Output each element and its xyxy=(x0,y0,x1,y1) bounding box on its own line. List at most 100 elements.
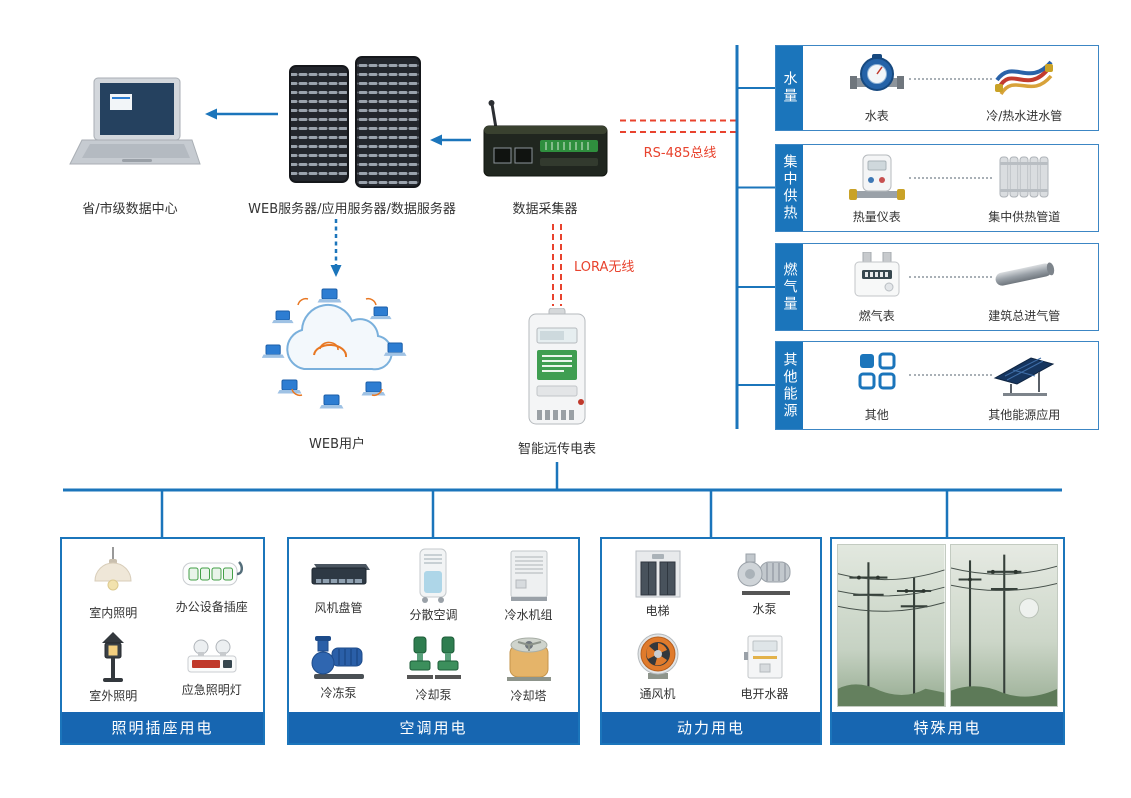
gas-pipe-icon xyxy=(992,252,1056,296)
collector-label: 数据采集器 xyxy=(512,202,578,217)
bottom-item: 冷却泵 xyxy=(405,633,463,703)
elevator-icon xyxy=(630,549,686,599)
arrowhead-down-1 xyxy=(330,265,342,277)
outdoor-lighting-label: 室外照明 xyxy=(89,688,138,703)
power-lines-photo-2 xyxy=(949,544,1058,707)
bottom-panel-special: 特殊用电 xyxy=(830,537,1065,745)
dotted-connector xyxy=(909,177,992,179)
right-item: 建筑总进气管 xyxy=(951,244,1099,330)
emergency-light-label: 应急照明灯 xyxy=(181,682,242,697)
right-item: 冷/热水进水管 xyxy=(951,46,1099,130)
radiator-icon xyxy=(998,153,1050,201)
right-item: 其他能源应用 xyxy=(951,342,1099,429)
cooling-pump-icon xyxy=(405,633,463,683)
office-socket-label: 办公设备插座 xyxy=(175,600,248,615)
data-collector-icon xyxy=(478,98,613,183)
water-meter-label: 水表 xyxy=(864,109,889,123)
bottom-panel-power: 电梯 水泵 xyxy=(600,537,822,745)
other-label: 其他 xyxy=(864,408,889,422)
lighting-panel-title: 照明插座用电 xyxy=(62,712,263,743)
bottom-panel-hvac: 风机盘管 分散空调 xyxy=(287,537,580,745)
solar-panel-icon xyxy=(991,350,1057,398)
right-panel-gas-tab: 燃气量 xyxy=(776,244,803,330)
water-hoses-icon xyxy=(993,54,1055,100)
elevator-label: 电梯 xyxy=(645,604,670,619)
heat-meter-icon xyxy=(848,153,905,201)
chiller-label: 冷水机组 xyxy=(504,608,553,623)
dotted-connector xyxy=(909,276,992,278)
bottom-panel-lighting: 室内照明 办公设备插座 xyxy=(60,537,265,745)
bottom-item: 冷冻泵 xyxy=(308,635,370,701)
datacenter-label: 省/市级数据中心 xyxy=(82,202,178,217)
water-pump-icon xyxy=(734,551,796,597)
cooling-tower-icon xyxy=(501,632,557,684)
emergency-light-icon xyxy=(182,636,242,678)
special-panel-title: 特殊用电 xyxy=(832,712,1063,743)
rs485-label: RS-485总线 xyxy=(643,146,717,161)
right-item: 集中供热管道 xyxy=(951,145,1099,231)
hvac-panel-title: 空调用电 xyxy=(289,712,578,743)
pendant-lamp-icon xyxy=(88,547,138,601)
cooling-pump-label: 冷却泵 xyxy=(415,687,452,702)
chiller-icon xyxy=(504,547,554,603)
radiator-label: 集中供热管道 xyxy=(988,210,1061,224)
ventilation-fan-label: 通风机 xyxy=(639,686,676,701)
bottom-item: 办公设备插座 xyxy=(176,553,248,615)
power-panel-title: 动力用电 xyxy=(602,712,820,743)
ventilation-fan-icon xyxy=(631,632,685,682)
water-pump-label: 水泵 xyxy=(752,602,777,617)
right-panel-other: 其他能源 其他 xyxy=(775,341,1099,430)
power-lines-photo-1 xyxy=(837,544,946,707)
indoor-lighting-label: 室内照明 xyxy=(89,606,138,621)
fan-coil-label: 风机盘管 xyxy=(314,601,363,616)
chilled-pump-label: 冷冻泵 xyxy=(320,685,357,700)
bottom-item: 室内照明 xyxy=(88,547,138,621)
gas-pipe-label: 建筑总进气管 xyxy=(988,309,1061,323)
arrowhead-left-2 xyxy=(430,134,442,146)
right-panel-heating: 集中供热 热量仪表 xyxy=(775,144,1099,232)
water-meter-icon xyxy=(849,54,904,100)
right-panel-heating-tab: 集中供热 xyxy=(776,145,803,231)
cooling-tower-label: 冷却塔 xyxy=(510,688,547,703)
portable-ac-icon xyxy=(410,547,456,604)
web-users-label: WEB用户 xyxy=(309,437,365,452)
chilled-pump-icon xyxy=(308,635,370,681)
right-item: 热量仪表 xyxy=(803,145,951,231)
garden-lamp-icon xyxy=(90,630,136,684)
right-item: 燃气表 xyxy=(803,244,951,330)
bottom-item: 通风机 xyxy=(631,632,685,702)
server-racks-icon xyxy=(278,52,428,192)
lora-label: LORA无线 xyxy=(574,260,635,275)
right-item: 水表 xyxy=(803,46,951,130)
bottom-item: 风机盘管 xyxy=(306,554,372,616)
arrowhead-left-1 xyxy=(205,108,217,120)
fan-coil-icon xyxy=(306,554,372,596)
smart-meter-label: 智能远传电表 xyxy=(517,442,596,457)
dotted-connector xyxy=(909,374,992,376)
right-panel-gas: 燃气量 xyxy=(775,243,1099,331)
bottom-item: 应急照明灯 xyxy=(182,636,242,698)
right-panel-water-tab: 水量 xyxy=(776,46,803,130)
dotted-connector xyxy=(909,78,992,80)
smart-meter-icon xyxy=(519,308,595,430)
bottom-item: 电开水器 xyxy=(740,632,790,702)
water-hoses-label: 冷/热水进水管 xyxy=(986,109,1063,123)
bottom-item: 冷却塔 xyxy=(501,632,557,704)
portable-ac-label: 分散空调 xyxy=(409,608,458,623)
laptop-icon xyxy=(52,72,202,184)
other-squares-icon xyxy=(856,350,898,392)
power-strip-icon xyxy=(181,553,243,595)
bottom-item: 水泵 xyxy=(734,551,796,617)
bottom-item: 分散空调 xyxy=(409,547,458,623)
gas-meter-label: 燃气表 xyxy=(858,309,895,323)
right-item: 其他 xyxy=(803,342,951,429)
right-panel-water: 水量 水表 xyxy=(775,45,1099,131)
right-panel-other-tab: 其他能源 xyxy=(776,342,803,429)
solar-panel-label: 其他能源应用 xyxy=(988,408,1061,422)
gas-meter-icon xyxy=(849,252,905,298)
heat-meter-label: 热量仪表 xyxy=(852,210,901,224)
cloud-users-icon xyxy=(262,283,412,418)
bottom-item: 室外照明 xyxy=(89,630,137,704)
server-label: WEB服务器/应用服务器/数据服务器 xyxy=(248,202,456,217)
